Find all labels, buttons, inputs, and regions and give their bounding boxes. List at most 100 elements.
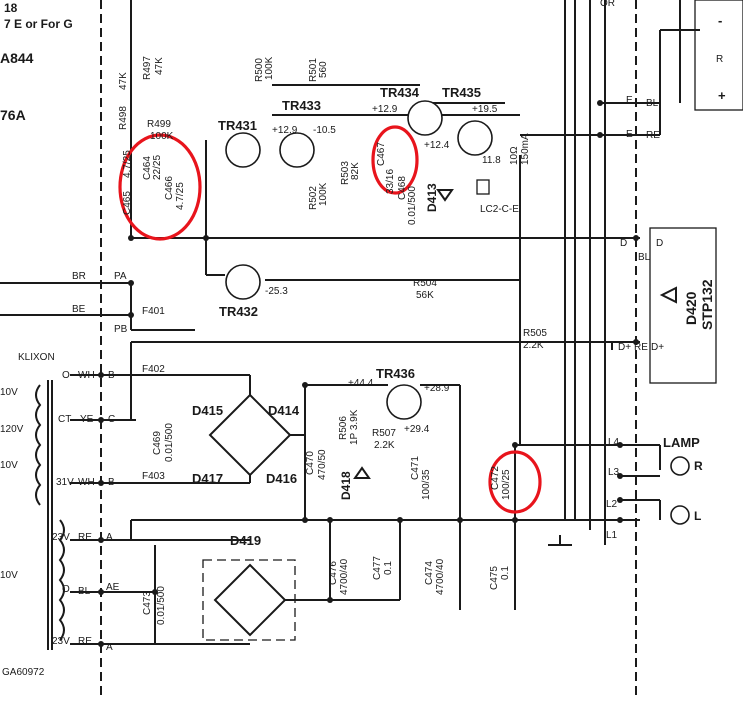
c465-label: C465 (122, 191, 133, 215)
red-annotation-c472 (488, 450, 542, 514)
r498-label: R498 (118, 106, 129, 130)
tr434-label: TR434 (380, 85, 420, 100)
c477-label: C477 (372, 556, 383, 580)
term-re3: RE (646, 130, 660, 141)
r505-value: 2.2K (523, 340, 544, 351)
r498-value: 47K (118, 72, 129, 90)
c473-label: C473 (142, 591, 153, 615)
r507-label: R507 (372, 428, 396, 439)
term-or: OR (600, 0, 615, 9)
d413-label: D413 (425, 183, 439, 212)
connector-top-right (694, 0, 743, 111)
d416-label: D416 (266, 471, 297, 486)
tr436-label: TR436 (376, 366, 415, 381)
term-23v-b: 23V (52, 636, 70, 647)
term-re1: RE (78, 532, 92, 543)
r500-value: 100K (264, 56, 275, 80)
term-pb: PB (114, 324, 128, 335)
c469-value: 0.01/500 (164, 423, 175, 462)
d420-box (649, 227, 717, 384)
c467-value: 33/16 (385, 169, 396, 194)
header-line1: 18 (4, 1, 18, 15)
v195: +19.5 (472, 104, 498, 115)
d413-symbol (436, 189, 454, 202)
term-r: R (716, 54, 723, 65)
d414-label: D414 (268, 403, 300, 418)
term-ae: AE (106, 582, 120, 593)
c473-value: 0.01/500 (156, 586, 167, 625)
v129b: +12.9 (372, 104, 398, 115)
r503-value: 82K (350, 162, 361, 180)
c472-label: C472 (490, 466, 501, 490)
tr433-label: TR433 (282, 98, 321, 113)
term-l2: L2 (606, 499, 618, 510)
klixon-label: KLIXON (18, 352, 55, 363)
header-line2: 7 E or For G (4, 17, 73, 31)
c474-value: 4700/40 (435, 558, 446, 595)
term-o1: O (62, 370, 70, 381)
d420-label: D420 (683, 291, 699, 325)
term-e-re: E (626, 129, 633, 140)
term-re2: RE (78, 636, 92, 647)
r504-value: 56K (416, 290, 434, 301)
c475-label: C475 (489, 566, 500, 590)
d418-symbol (353, 466, 371, 479)
c468-label: C468 (397, 176, 408, 200)
r499-label: R499 (147, 119, 171, 130)
v110c: 10V (0, 570, 18, 581)
ga-label: GA60972 (2, 667, 45, 678)
v294: +29.4 (404, 424, 430, 435)
tr435-symbol (457, 120, 493, 156)
tr431-label: TR431 (218, 118, 257, 133)
term-bl: BL (78, 586, 91, 597)
tr431-symbol (225, 132, 261, 168)
c466-label: C466 (164, 176, 175, 200)
lamp-label: LAMP (663, 435, 700, 450)
c466-value: 4.7/25 (175, 182, 186, 210)
transformer-secondary (58, 519, 65, 641)
f403-label: F403 (142, 471, 165, 482)
term-l4: L4 (608, 437, 620, 448)
v444: +44.4 (348, 378, 374, 389)
v253: -25.3 (265, 286, 288, 297)
tr432-label: TR432 (219, 304, 258, 319)
term-dplus: D+ (618, 342, 631, 353)
v120: 120V (0, 424, 24, 435)
f401-label: F401 (142, 306, 165, 317)
d418-label: D418 (339, 471, 353, 500)
c465-value: 4.7/25 (122, 150, 133, 178)
v289: +28.9 (424, 383, 450, 394)
v124: +12.4 (424, 140, 450, 151)
term-bl3: BL (638, 252, 651, 263)
r506-value: 1P 3.9K (349, 409, 360, 445)
v110a: 10V (0, 387, 18, 398)
term-br: BR (72, 271, 86, 282)
term-l3: L3 (608, 467, 620, 478)
red-annotation-caps (118, 133, 202, 241)
term-bl2: BL (646, 98, 659, 109)
c468-value: 0.01/500 (407, 186, 418, 225)
c471-value: 100/35 (421, 469, 432, 500)
r499-value: 100K (150, 131, 174, 142)
term-l1: L1 (606, 530, 618, 541)
v129: +12.9 (272, 125, 298, 136)
c469-label: C469 (152, 431, 163, 455)
r502-label: R502 (308, 186, 319, 210)
r10-label: 10Ω (509, 146, 520, 165)
r507-value: 2.2K (374, 440, 395, 451)
tr432-symbol (225, 264, 261, 300)
c474-label: C474 (424, 561, 435, 585)
v105: -10.5 (313, 125, 336, 136)
d419-box (202, 559, 296, 641)
term-d1: D (620, 238, 627, 249)
r501-value: 560 (318, 61, 329, 78)
tr435-label: TR435 (442, 85, 481, 100)
term-a2: A (106, 642, 113, 653)
term-o2: O (62, 584, 70, 595)
c475-value: 0.1 (500, 566, 511, 580)
term-a1: A (106, 532, 113, 543)
term-31v: 31V (56, 477, 74, 488)
term-ye: YE (80, 414, 94, 425)
